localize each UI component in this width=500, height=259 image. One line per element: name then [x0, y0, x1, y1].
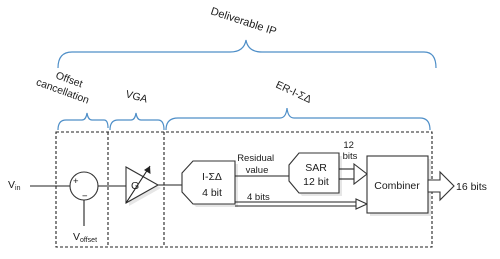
isd-bits: 4 bit [202, 187, 222, 199]
vga-gain-label: G [131, 180, 139, 192]
sar-block [288, 152, 340, 194]
isd-block [181, 160, 236, 205]
offset-brace [57, 112, 109, 131]
plus-sign: + [73, 176, 79, 187]
combiner-block [366, 155, 429, 214]
offset-cancellation-label: Offset cancellation [34, 64, 95, 107]
vga-gain-arrowhead [144, 166, 151, 174]
er-sigma-delta-brace [165, 107, 431, 131]
er-sigma-delta-label: ER-I-ΣΔ [274, 79, 314, 106]
output-bits-label: 16 bits [456, 181, 487, 193]
four-bits-arrowhead [355, 198, 369, 210]
vga-gain-arrow [125, 165, 151, 204]
residual-label: Residual value [237, 153, 277, 176]
combiner-label: Combiner [374, 180, 420, 192]
vin-label: Vin [8, 179, 21, 192]
minus-sign: − [82, 191, 88, 202]
deliverable-ip-label: Deliverable IP [209, 5, 278, 38]
sar-bits: 12 bit [303, 176, 329, 188]
deliverable-ip-brace [57, 39, 437, 69]
vga-label: VGA [124, 88, 149, 105]
sar-out-label: 12 bits [343, 140, 358, 162]
voffset-label: Voffset [73, 231, 97, 244]
sar-out-line2: bits [343, 151, 358, 162]
output-arrow [427, 170, 455, 202]
residual-line2: value [246, 165, 269, 176]
four-bits-label: 4 bits [247, 192, 270, 203]
vga-amplifier [125, 166, 160, 204]
ip-boundary [55, 131, 433, 248]
sar-out-arrowhead [353, 162, 368, 186]
residual-line1: Residual [237, 153, 274, 164]
vga-brace [109, 112, 165, 131]
sar-out-line1: 12 [343, 140, 354, 151]
sar-name: SAR [305, 162, 327, 174]
isd-name: I-ΣΔ [202, 171, 222, 183]
